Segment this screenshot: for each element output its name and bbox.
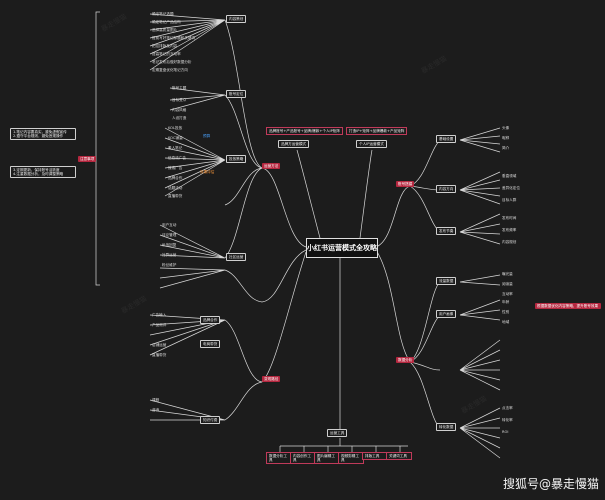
leaf-item: 简介 xyxy=(502,146,510,150)
leaf-item: ROI xyxy=(502,430,509,434)
branch-account-setup[interactable]: 账号搭建 xyxy=(396,181,415,188)
tool-item[interactable]: 数据分析工具 xyxy=(266,452,292,465)
leaf-item: 账号主题 xyxy=(172,86,187,90)
analysis-callout: 根据数据优化内容策略，提升账号效果 xyxy=(535,303,601,310)
branch-data-analysis[interactable]: 数据分析 xyxy=(396,357,415,364)
leaf-item: 直播带货 xyxy=(168,194,183,198)
brand-mode-node[interactable]: 品牌方运营模式 xyxy=(278,140,310,149)
callout-line: 4.注重数据分析，及时调整策略 xyxy=(13,172,64,177)
leaf-item: 目标人群 xyxy=(502,198,517,202)
leaf-item: 私信回复 xyxy=(162,243,177,247)
leaf-item: 话题活动 xyxy=(168,186,183,190)
leaf-item: 社群运营 xyxy=(162,253,177,257)
leaf-item: 直播带货 xyxy=(152,353,167,357)
sub-community[interactable]: 社区运营 xyxy=(226,253,247,262)
brand-mode-caption: 品牌账号+产品账号+品牌/爆款+个人IP矩阵 xyxy=(266,127,343,136)
leaf-item: 确定笔记选题 xyxy=(152,12,174,16)
callout-line: 3.定期更新，保持账号活跃度 xyxy=(13,168,60,172)
leaf-item: 内容风格 xyxy=(172,108,187,112)
analysis-group[interactable]: 转化数据 xyxy=(436,423,457,432)
sub-content-planning[interactable]: 内容策划 xyxy=(226,15,247,24)
leaf-item: 差异化定位 xyxy=(502,186,520,190)
leaf-item: 信息流广告 xyxy=(168,156,186,160)
monetization-group[interactable]: 电商带货 xyxy=(200,340,221,349)
monetization-group[interactable]: 品牌合作 xyxy=(200,316,221,325)
leaf-item: 搜索广告 xyxy=(168,166,183,170)
leaf-item: 产品测评 xyxy=(152,323,167,327)
leaf-item: 地域 xyxy=(502,320,510,324)
callout-box: 3.定期更新，保持账号活跃度 4.注重数据分析，及时调整策略 xyxy=(10,166,76,179)
leaf-item: 课程 xyxy=(152,398,160,402)
source-watermark: 搜狐号@暴走慢猫 xyxy=(502,477,599,491)
monetization-group[interactable]: 知识付费 xyxy=(200,416,221,425)
callout-line: 1.笔记内容要真实，避免虚假宣传 xyxy=(13,130,67,134)
analysis-group[interactable]: 流量数据 xyxy=(436,277,457,286)
tool-item[interactable]: 视频剪辑工具 xyxy=(338,452,364,465)
ip-mode-caption: 打造IP+矩阵+品牌爆款+产品矩阵 xyxy=(346,127,408,136)
tool-item[interactable]: 关键词工具 xyxy=(386,452,412,461)
tool-item[interactable]: 排版工具 xyxy=(362,452,388,461)
leaf-item: 用户互动 xyxy=(162,223,177,227)
leaf-item: 人设打造 xyxy=(172,116,187,120)
branch-tools[interactable]: 运营工具 xyxy=(327,429,348,438)
callout-box: 1.笔记内容要真实，避免虚假宣传 2.遵守平台规则，避免违规操作 xyxy=(10,128,76,141)
leaf-item: 内容规划 xyxy=(502,240,517,244)
setup-group[interactable]: 基础设置 xyxy=(436,135,457,144)
sub-ad-strategy[interactable]: 投放策略 xyxy=(226,155,247,164)
leaf-item: 确定笔记产品结构 xyxy=(152,20,181,24)
leaf-item: 素人笔记 xyxy=(168,146,183,150)
callout-label[interactable]: 注意事项 xyxy=(78,156,97,163)
leaf-item: 头像 xyxy=(502,126,510,130)
leaf-item: 咨询 xyxy=(152,408,160,412)
leaf-item: 曝光量 xyxy=(502,272,513,276)
tool-item[interactable]: 图片编辑工具 xyxy=(314,452,340,465)
leaf-item: 垂直领域 xyxy=(502,174,517,178)
leaf-item: 阅读量 xyxy=(502,282,513,286)
ip-mode-node[interactable]: 个人IP运营模式 xyxy=(356,140,387,149)
leaf-item: 目标受众 xyxy=(172,98,187,102)
leaf-item: 发布频率 xyxy=(502,228,517,232)
leaf-item: 转化率 xyxy=(502,418,513,422)
leaf-item: KOC铺量 xyxy=(168,136,183,140)
leaf-item: 提高笔记的互动率 xyxy=(152,52,181,56)
leaf-item: 评论管理 xyxy=(162,233,177,237)
leaf-item: 店铺运营 xyxy=(152,343,167,347)
tool-item[interactable]: 内容创作工具 xyxy=(290,452,316,465)
leaf-item: 笔记发布后做好数据分析 xyxy=(152,60,192,64)
leaf-item: 把控排版及内容 xyxy=(152,44,178,48)
leaf-item: 年龄 xyxy=(502,300,510,304)
leaf-item: 点击率 xyxy=(502,406,513,410)
leaf-item: 粉丝维护 xyxy=(162,263,177,267)
leaf-item: 提前写好笔记标题和关键词 xyxy=(152,36,196,40)
budget-tag: 预算 xyxy=(203,134,211,138)
sub-account-positioning[interactable]: 账号定位 xyxy=(226,90,247,99)
leaf-item: 昵称 xyxy=(502,136,510,140)
leaf-item: 选择高质量图片 xyxy=(152,28,178,32)
leaf-item: 发布时间 xyxy=(502,216,517,220)
setup-group[interactable]: 发布节奏 xyxy=(436,227,457,236)
central-topic[interactable]: 小红书运营模式全攻略 xyxy=(306,238,378,258)
leaf-item: 品牌合作 xyxy=(168,176,183,180)
leaf-item: 广告植入 xyxy=(152,313,167,317)
evaluation-tag: 效果评估 xyxy=(200,170,215,174)
leaf-item: 定期复盘优化笔记方向 xyxy=(152,68,188,72)
leaf-item: KOL投放 xyxy=(168,126,183,130)
branch-monetization[interactable]: 变现路径 xyxy=(262,376,281,383)
analysis-group[interactable]: 用户画像 xyxy=(436,310,457,319)
leaf-item: 性别 xyxy=(502,310,510,314)
branch-operation-method[interactable]: 运营方法 xyxy=(262,163,281,170)
setup-group[interactable]: 内容方向 xyxy=(436,185,457,194)
callout-line: 2.遵守平台规则，避免违规操作 xyxy=(13,134,64,139)
leaf-item: 互动率 xyxy=(502,292,513,296)
